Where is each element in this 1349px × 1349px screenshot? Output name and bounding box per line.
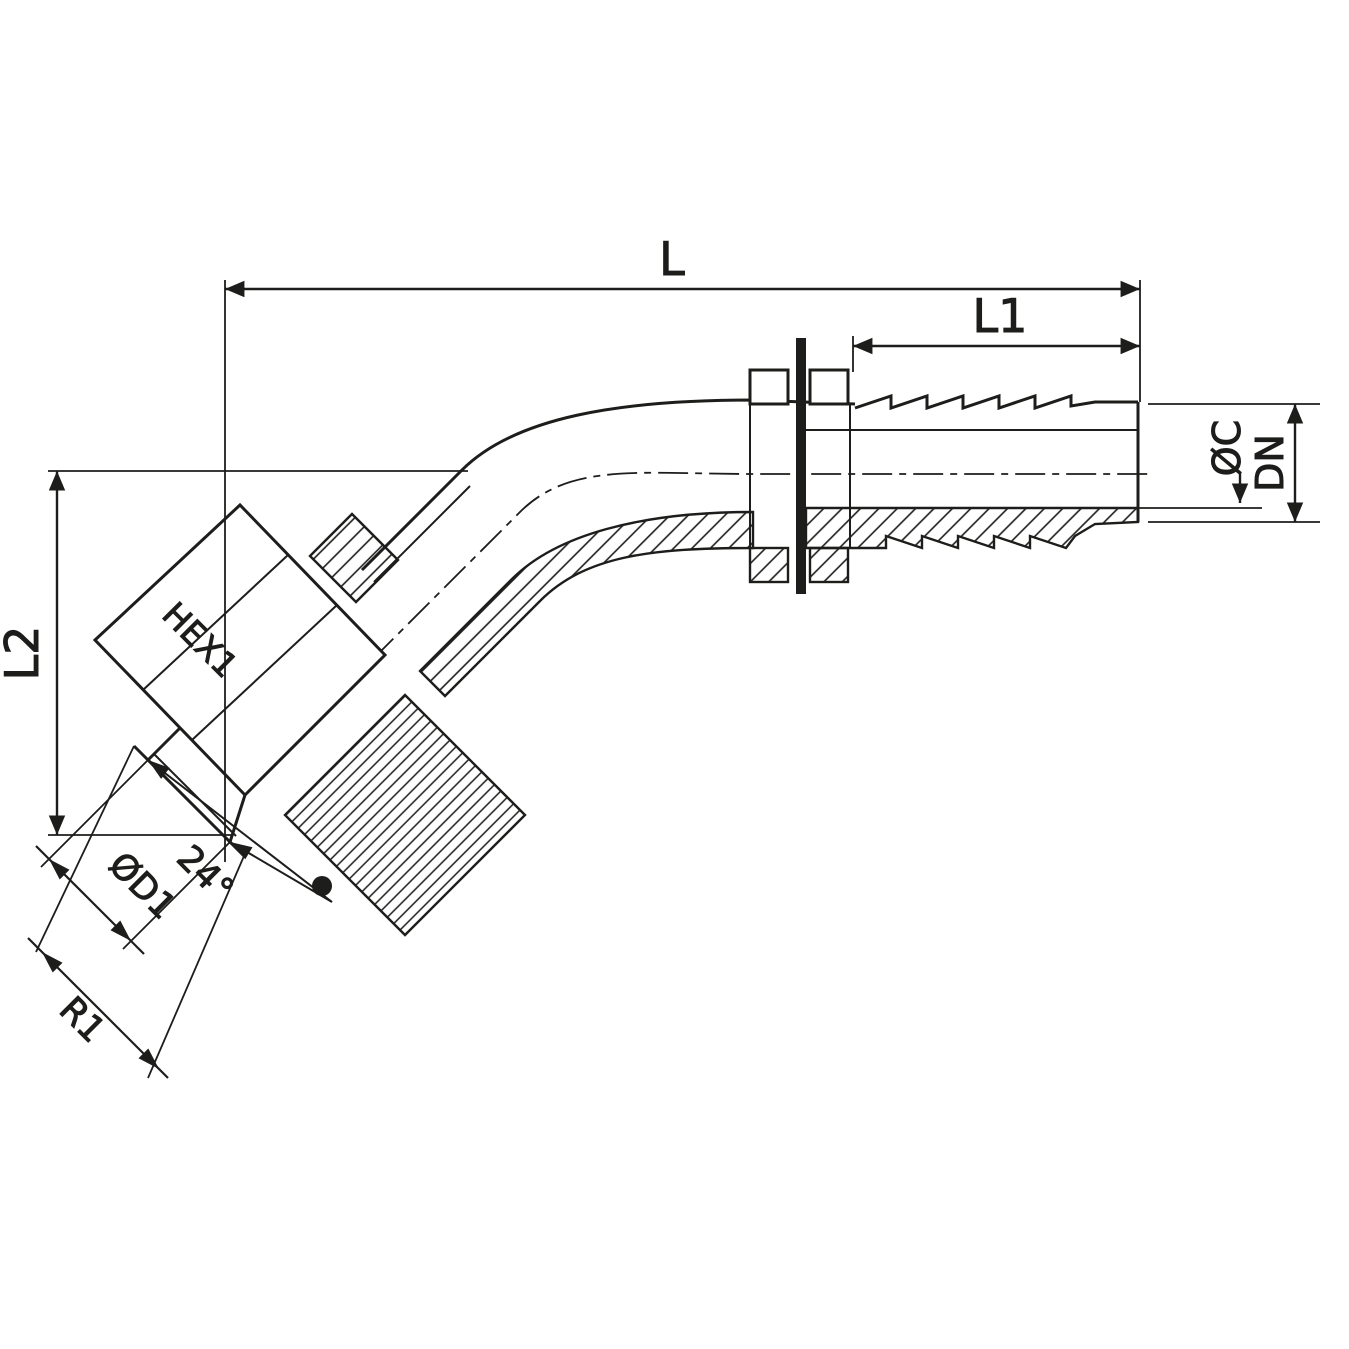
collar-rib-bottom-right	[808, 546, 850, 584]
dimension-L: L	[224, 232, 1141, 862]
dim-OD1-ext-lower	[122, 841, 231, 950]
seal-flare-tick-upper	[132, 744, 150, 762]
dim-R1-arrow-upper	[42, 952, 63, 973]
collar-rib-top-left	[748, 368, 790, 406]
hex-flat-line-2	[191, 604, 338, 741]
nose-upper-edge	[146, 726, 182, 762]
axis-centerline	[299, 471, 1150, 733]
swivel-nut-assembly	[92, 502, 527, 937]
bend-section-hatch-band	[418, 510, 755, 698]
dim-R1-ext-lower	[147, 855, 245, 1079]
dimensions: L L1 L2 ØC	[0, 232, 1320, 1079]
dimension-L2: L2	[0, 470, 468, 836]
dim-R1-arrow-lower	[138, 1048, 159, 1069]
washer-step	[308, 512, 400, 604]
dimension-R1: R1	[27, 745, 245, 1079]
dim-OD1-ext-upper	[40, 759, 149, 868]
cone-angle-arrow-lower	[230, 842, 253, 860]
dim-R1-ext-upper	[35, 745, 135, 953]
dim-L-label: L	[659, 232, 685, 286]
dim-R1-label: R1	[51, 990, 112, 1051]
dimension-OC: ØC	[1138, 419, 1262, 509]
centerline	[299, 471, 1150, 733]
dim-DN-label: DN	[1248, 434, 1292, 492]
dim-L1-label: L1	[973, 289, 1028, 343]
fitting-body	[360, 338, 1140, 698]
dim-OD1-arrow-upper	[49, 859, 70, 880]
hex-flat-line-1	[142, 554, 289, 691]
hex-nut-body	[92, 502, 388, 798]
dim-OD1-label: ØD1	[100, 845, 183, 928]
cone-angle-arrow-upper	[148, 760, 170, 779]
dimension-L1: L1	[852, 289, 1140, 372]
tube-outer-upper-edge	[360, 398, 856, 572]
dim-OC-label: ØC	[1205, 420, 1249, 476]
nose-lower-edge	[228, 794, 247, 843]
tail-section-hatch-band	[804, 506, 1140, 550]
dimension-DN: DN	[1148, 403, 1320, 523]
dim-L2-label: L2	[0, 626, 49, 681]
hose-tail-barbs-top	[854, 393, 1138, 411]
cone-angle-line-upper	[147, 759, 333, 903]
collar-rib-top-right	[808, 368, 850, 406]
hose-stop-bar	[796, 338, 806, 594]
nipple-section-hatch	[283, 693, 527, 937]
dim-OD1-arrow-lower	[110, 920, 131, 941]
collar-rib-bottom-left	[748, 546, 790, 584]
